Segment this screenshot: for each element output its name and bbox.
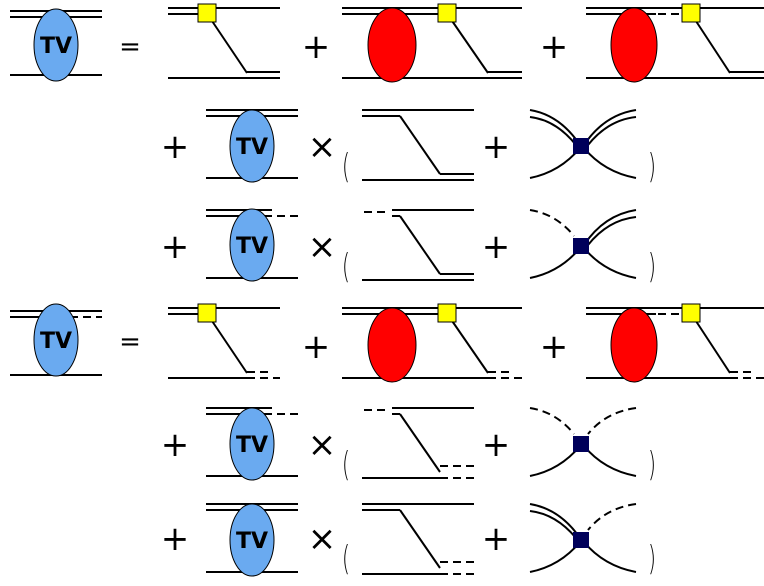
equals-sign: = xyxy=(119,327,141,357)
tv-amplitude: TV xyxy=(206,109,298,183)
plus-sign: + xyxy=(161,227,190,267)
yellow-vertex xyxy=(437,303,457,323)
plus-sign: + xyxy=(482,227,511,267)
red-blob-exchange-term xyxy=(342,303,522,383)
red-blob xyxy=(610,307,658,383)
times-sign: × xyxy=(308,127,337,167)
red-blob-exchange-term xyxy=(586,303,764,383)
equation-2: TV = + + xyxy=(10,303,764,578)
tv-label: TV xyxy=(40,329,72,354)
times-sign: × xyxy=(308,519,337,559)
red-blob xyxy=(367,307,417,383)
yellow-vertex xyxy=(197,303,217,323)
tv-blob xyxy=(229,109,275,183)
plus-sign: + xyxy=(302,327,331,367)
navy-contact-term xyxy=(529,209,637,279)
tv-amplitude: TV xyxy=(206,503,298,577)
yellow-vertex xyxy=(681,3,701,23)
navy-vertex xyxy=(573,532,589,548)
right-paren: ) xyxy=(648,538,656,578)
navy-contact-term xyxy=(529,407,637,477)
plus-sign: + xyxy=(540,327,569,367)
tv-label: TV xyxy=(236,135,268,160)
plus-sign: + xyxy=(161,127,190,167)
tv-amplitude: TV xyxy=(206,208,298,282)
tv-blob xyxy=(33,8,79,82)
right-paren: ) xyxy=(648,146,656,186)
tv-amplitude: TV xyxy=(206,407,298,481)
plus-sign: + xyxy=(161,425,190,465)
yellow-vertex-exchange-term xyxy=(168,3,280,79)
yellow-vertex xyxy=(437,3,457,23)
plus-sign: + xyxy=(302,27,331,67)
tv-blob xyxy=(229,407,275,481)
tv-blob xyxy=(33,303,79,377)
navy-vertex xyxy=(573,238,589,254)
red-blob xyxy=(367,7,417,83)
exchange-term xyxy=(362,503,474,575)
navy-vertex xyxy=(573,436,589,452)
navy-contact-term xyxy=(529,503,637,573)
times-sign: × xyxy=(308,425,337,465)
navy-contact-term xyxy=(529,109,637,179)
tv-blob xyxy=(229,503,275,577)
yellow-vertex xyxy=(197,3,217,23)
red-blob-exchange-term xyxy=(342,3,522,83)
tv-label: TV xyxy=(236,234,268,259)
yellow-vertex-exchange-term xyxy=(168,303,280,379)
lhs-tv-amplitude: TV xyxy=(10,303,102,377)
red-blob-exchange-term xyxy=(586,3,764,83)
right-paren: ) xyxy=(648,444,656,484)
left-paren: ( xyxy=(342,146,350,186)
left-paren: ( xyxy=(342,444,350,484)
plus-sign: + xyxy=(482,127,511,167)
red-blob xyxy=(610,7,658,83)
tv-label: TV xyxy=(236,433,268,458)
times-sign: × xyxy=(308,227,337,267)
equation-1: TV = + + xyxy=(10,3,764,286)
left-paren: ( xyxy=(342,538,350,578)
tv-blob xyxy=(229,208,275,282)
exchange-term xyxy=(362,407,474,479)
left-paren: ( xyxy=(342,246,350,286)
tv-label: TV xyxy=(40,34,72,59)
lhs-tv-amplitude: TV xyxy=(10,8,102,82)
exchange-term xyxy=(362,109,474,181)
plus-sign: + xyxy=(540,27,569,67)
navy-vertex xyxy=(573,138,589,154)
equals-sign: = xyxy=(119,32,141,62)
plus-sign: + xyxy=(161,519,190,559)
yellow-vertex xyxy=(681,303,701,323)
tv-label: TV xyxy=(236,529,268,554)
right-paren: ) xyxy=(648,246,656,286)
plus-sign: + xyxy=(482,425,511,465)
plus-sign: + xyxy=(482,519,511,559)
exchange-term xyxy=(362,209,474,281)
